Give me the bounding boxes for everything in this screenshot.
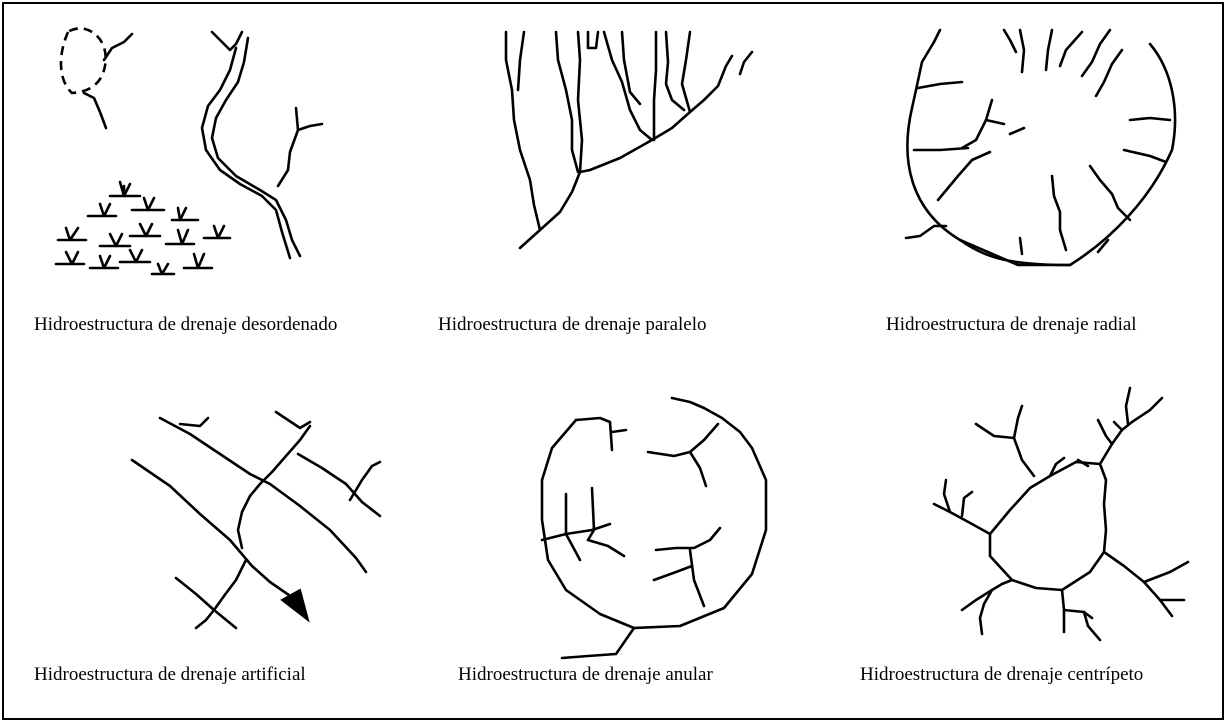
- caption-parallel: Hidroestructura de drenaje paralelo: [438, 314, 707, 335]
- artificial-drainage-diagram: [130, 410, 382, 630]
- marsh-symbols: [54, 180, 232, 276]
- disordered-drainage-diagram: [54, 26, 324, 276]
- centripetal-drainage-diagram: [932, 386, 1190, 642]
- radial-drainage-diagram: [904, 28, 1177, 267]
- flow-direction-arrow-icon: [280, 588, 310, 623]
- caption-centripetal: Hidroestructura de drenaje centrípeto: [860, 664, 1144, 685]
- caption-annular: Hidroestructura de drenaje anular: [458, 664, 713, 685]
- caption-artificial: Hidroestructura de drenaje artificial: [34, 664, 306, 685]
- annular-drainage-diagram: [540, 396, 768, 660]
- caption-radial: Hidroestructura de drenaje radial: [886, 314, 1137, 335]
- parallel-drainage-diagram: [504, 30, 754, 250]
- caption-disordered: Hidroestructura de drenaje desordenado: [34, 314, 338, 335]
